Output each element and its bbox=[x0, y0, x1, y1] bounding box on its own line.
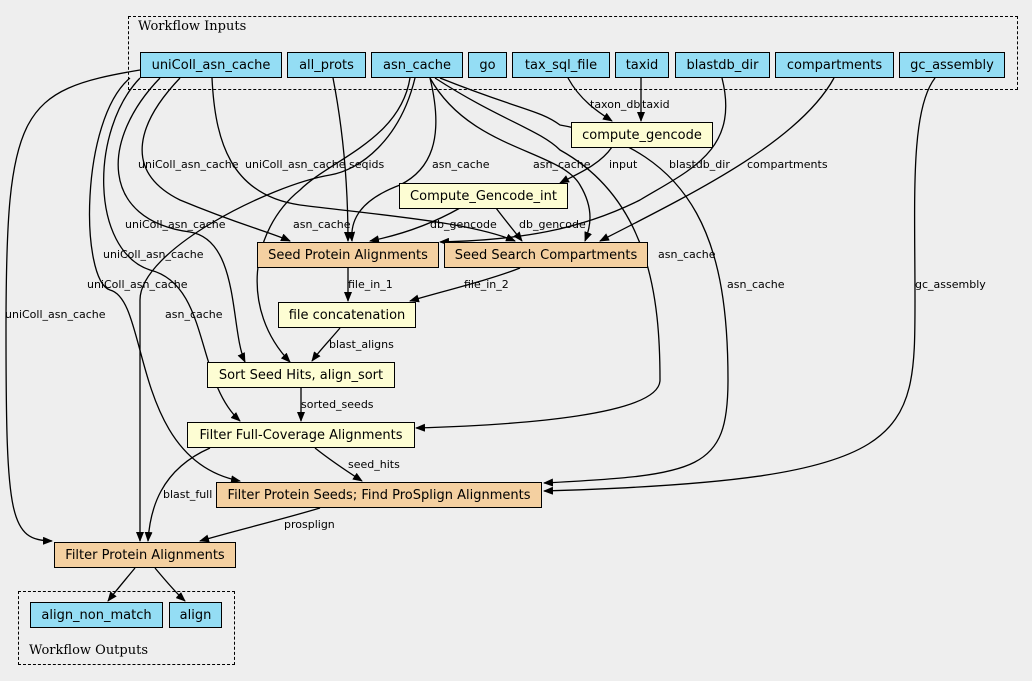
edge-all-prots-to-seed-protein bbox=[332, 77, 352, 242]
input-all-prots[interactable]: all_prots bbox=[287, 52, 366, 78]
edge-label-unicoll-5: uniColl_asn_cache bbox=[87, 278, 188, 291]
input-unicoll-asn-cache[interactable]: uniColl_asn_cache bbox=[140, 52, 282, 78]
edge-compartments-to-seed-search bbox=[599, 77, 835, 242]
workflow-outputs-title: Workflow Outputs bbox=[29, 643, 148, 658]
edge-label-asn-cache-3: asn_cache bbox=[293, 218, 351, 231]
output-align[interactable]: align bbox=[169, 602, 222, 628]
edge-unicoll-to-filter-seeds bbox=[88, 77, 241, 484]
edge-label-sorted-seeds: sorted_seeds bbox=[301, 398, 374, 411]
edge-filter-full-to-filter-seeds bbox=[314, 447, 363, 482]
edge-label-asn-cache-5: asn_cache bbox=[727, 278, 785, 291]
workflow-inputs-title: Workflow Inputs bbox=[138, 19, 247, 34]
edge-asn-to-sort-seed bbox=[256, 77, 411, 363]
workflow-inputs-cluster bbox=[128, 16, 1018, 90]
edge-label-asn-cache-2: asn_cache bbox=[533, 158, 591, 171]
input-go[interactable]: go bbox=[468, 52, 507, 78]
edge-asn-to-seed-search bbox=[429, 77, 592, 242]
edge-filter-protein-to-align bbox=[154, 567, 186, 602]
step-sort-seed-hits[interactable]: Sort Seed Hits, align_sort bbox=[207, 362, 395, 388]
edge-int-to-seed-search bbox=[495, 207, 523, 242]
edge-label-unicoll-1: uniColl_asn_cache bbox=[138, 158, 239, 171]
edge-label-db-gencode-1: db_gencode bbox=[430, 218, 497, 231]
step-filter-protein-seeds[interactable]: Filter Protein Seeds; Find ProSplign Ali… bbox=[216, 482, 542, 508]
edge-unicoll-to-sort-seed bbox=[117, 77, 246, 363]
edge-unicoll-to-seed-search bbox=[211, 77, 516, 242]
edge-asn-to-filter-seeds bbox=[439, 77, 729, 487]
edge-gc-assembly-to-filter-seeds bbox=[543, 77, 936, 495]
edge-label-taxon-db: taxon_db bbox=[590, 98, 640, 111]
input-blastdb-dir[interactable]: blastdb_dir bbox=[675, 52, 770, 78]
edge-asn-to-filter-full bbox=[415, 77, 661, 432]
edge-unicoll-to-seed-protein bbox=[141, 77, 291, 242]
edge-seed-search-to-concat bbox=[409, 267, 521, 303]
edge-label-unicoll-2: uniColl_asn_cache bbox=[245, 158, 346, 171]
edge-filter-protein-to-align-non-match bbox=[107, 567, 136, 602]
step-compute-gencode-int[interactable]: Compute_Gencode_int bbox=[399, 183, 568, 209]
edge-filter-full-to-filter-protein bbox=[144, 447, 211, 542]
edge-filter-seeds-to-filter-protein bbox=[199, 507, 321, 543]
edge-concat-to-sort bbox=[311, 327, 341, 362]
input-taxid[interactable]: taxid bbox=[615, 52, 669, 78]
input-asn-cache[interactable]: asn_cache bbox=[371, 52, 463, 78]
edge-int-to-seed-protein bbox=[369, 207, 461, 244]
edge-paths bbox=[5, 69, 936, 602]
edge-label-file-in-2: file_in_2 bbox=[464, 278, 509, 291]
edge-label-blast-full: blast_full bbox=[163, 488, 212, 501]
edge-label-input: input bbox=[609, 158, 638, 171]
edge-label-compartments: compartments bbox=[747, 158, 828, 171]
step-compute-gencode[interactable]: compute_gencode bbox=[571, 122, 713, 148]
edge-label-unicoll-6: uniColl_asn_cache bbox=[5, 308, 106, 321]
edge-label-seed-hits: seed_hits bbox=[348, 458, 400, 471]
edge-unicoll-to-filter-protein bbox=[5, 69, 141, 545]
workflow-outputs-cluster bbox=[18, 591, 235, 665]
edge-label-db-gencode-2: db_gencode bbox=[519, 218, 586, 231]
edge-label-taxid: taxid bbox=[642, 98, 670, 111]
edge-label-unicoll-3: uniColl_asn_cache bbox=[125, 218, 226, 231]
step-seed-search-compartments[interactable]: Seed Search Compartments bbox=[444, 242, 648, 268]
edge-tax-sql-to-compute-gencode bbox=[567, 77, 613, 122]
edge-asn-to-filter-protein bbox=[136, 77, 416, 542]
step-file-concatenation[interactable]: file concatenation bbox=[278, 302, 416, 328]
edge-labels: taxon_db taxid input blastdb_dir compart… bbox=[5, 98, 986, 531]
input-tax-sql-file[interactable]: tax_sql_file bbox=[512, 52, 610, 78]
edge-label-unicoll-4: uniColl_asn_cache bbox=[103, 248, 204, 261]
edge-label-blastdb-dir: blastdb_dir bbox=[669, 158, 730, 171]
step-filter-full-coverage[interactable]: Filter Full-Coverage Alignments bbox=[187, 422, 415, 448]
edge-label-blast-aligns: blast_aligns bbox=[329, 338, 394, 351]
edge-label-seqids: seqids bbox=[349, 158, 385, 171]
edge-label-asn-cache-6: asn_cache bbox=[165, 308, 223, 321]
edge-label-asn-cache-1: asn_cache bbox=[432, 158, 490, 171]
input-gc-assembly[interactable]: gc_assembly bbox=[899, 52, 1005, 78]
step-seed-protein-alignments[interactable]: Seed Protein Alignments bbox=[257, 242, 439, 268]
output-align-non-match[interactable]: align_non_match bbox=[30, 602, 163, 628]
input-compartments[interactable]: compartments bbox=[775, 52, 894, 78]
edge-label-file-in-1: file_in_1 bbox=[348, 278, 393, 291]
edge-label-gc-assembly: gc_assembly bbox=[915, 278, 986, 291]
edge-label-asn-cache-4: asn_cache bbox=[658, 248, 716, 261]
edge-label-prosplign: prosplign bbox=[284, 518, 335, 531]
step-filter-protein-alignments[interactable]: Filter Protein Alignments bbox=[54, 542, 236, 568]
